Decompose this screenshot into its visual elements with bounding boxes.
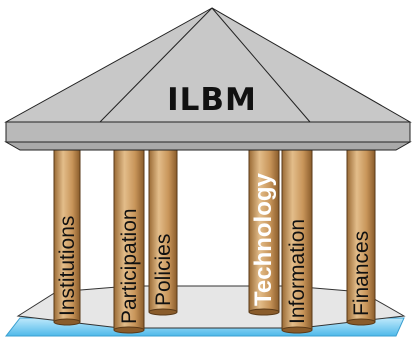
pillar-base <box>148 308 178 316</box>
pillar-base <box>346 318 376 326</box>
pillar-base <box>248 308 280 316</box>
pillar-participation: Participation <box>113 139 145 334</box>
roof-bottom-edge <box>4 141 412 151</box>
diagram-title: ILBM <box>167 82 257 118</box>
pillar-label: Institutions <box>56 216 79 316</box>
roof-front-face <box>4 7 412 123</box>
pillar-label: Policies <box>152 234 175 306</box>
pillar-base <box>113 326 145 334</box>
roof-ridge-left <box>99 7 213 123</box>
pillar-label: Information <box>286 219 309 324</box>
pillar-body <box>53 139 81 323</box>
pillars-group: Institutions Participation Policies Technol… <box>53 139 376 334</box>
roof-band <box>5 121 411 143</box>
pillar-body <box>148 139 178 313</box>
pillar-base <box>281 326 313 334</box>
pillar-label: Participation <box>118 208 141 324</box>
pillar-institutions: Institutions <box>53 139 81 326</box>
pillar-finances: Finances <box>346 139 376 326</box>
pillar-information: Information <box>281 139 313 334</box>
pillar-technology: Technology <box>248 139 280 316</box>
roof-ridge-right <box>211 7 311 123</box>
pillar-base <box>53 318 81 326</box>
pillar-label: Finances <box>350 231 373 316</box>
roof: ILBM <box>4 7 412 151</box>
pillar-policies: Policies <box>148 139 178 316</box>
pillar-body <box>346 139 376 323</box>
pillar-body <box>113 139 145 331</box>
pillar-label: Technology <box>250 172 277 306</box>
